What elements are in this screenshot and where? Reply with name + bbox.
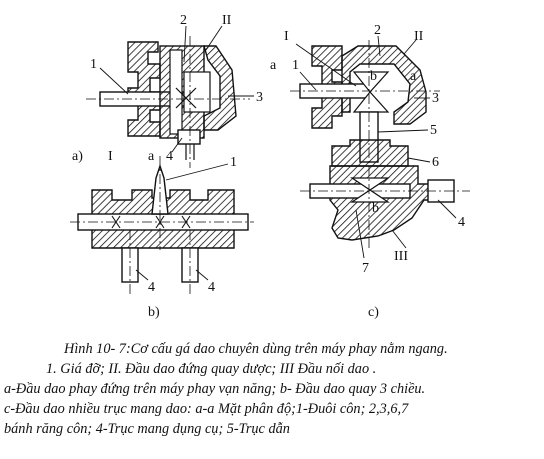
- view-c-label-II: II: [414, 29, 424, 44]
- view-c-label-3: 3: [432, 91, 439, 106]
- view-a-label-2: 2: [180, 13, 187, 28]
- view-a-label-I: I: [108, 149, 113, 164]
- view-c-label-a-left: a: [270, 58, 277, 73]
- view-c-label-5: 5: [430, 123, 437, 138]
- view-c-collar: [331, 139, 409, 167]
- caption-title: Hình 10- 7:Cơ cấu gá dao chuyên dùng trê…: [64, 341, 448, 357]
- view-a-label-1: 1: [90, 57, 97, 72]
- view-a-label-4: 4: [166, 149, 173, 164]
- view-c-label-b-bottom: b: [372, 201, 379, 216]
- view-a-label-a: a: [148, 149, 155, 164]
- view-b-label-4-left: 4: [148, 280, 155, 295]
- view-a-tool-holder: [177, 129, 201, 145]
- view-c-label-a-right: a: [410, 69, 417, 84]
- view-a-support-body: [127, 41, 161, 137]
- view-a-label-3: 3: [256, 90, 263, 105]
- view-c-label-b-top: b: [370, 69, 377, 84]
- view-a-vertical-head: [203, 45, 237, 131]
- caption-line-3: a-Đầu dao phay đứng trên máy phay vạn nă…: [4, 381, 426, 397]
- view-b-label-1: 1: [230, 155, 237, 170]
- view-b: 1 4 4 b): [70, 155, 254, 320]
- caption-line-4: c-Đầu dao nhiều trục mang dao: a-a Mặt p…: [4, 401, 409, 417]
- view-c-label-4: 4: [458, 215, 465, 230]
- mechanism-drawing: 1 2 II 3 I a 4 a) 1 4 4 b): [70, 13, 470, 320]
- view-c-label-7: 7: [362, 261, 369, 276]
- caption-line-2: 1. Giá đỡ; II. Đầu dao đứng quay dược; I…: [46, 361, 377, 377]
- view-c-label-III: III: [394, 249, 408, 264]
- view-c-label-2: 2: [374, 23, 381, 38]
- view-b-taper-shank: [151, 163, 169, 215]
- view-a-label-II: II: [222, 13, 232, 28]
- view-a-caption-letter: a): [72, 149, 83, 164]
- caption-line-5: bánh răng côn; 4-Trục mang dụng cụ; 5-Tr…: [4, 421, 290, 437]
- view-c-label-I: I: [284, 29, 289, 44]
- view-c-lower-body: [329, 165, 445, 241]
- view-b-caption-letter: b): [148, 305, 160, 320]
- view-c-caption-letter: c): [368, 305, 379, 320]
- view-c-label-1: 1: [292, 58, 299, 73]
- view-a: 1 2 II 3 I a 4 a): [72, 13, 263, 168]
- view-c-label-6: 6: [432, 155, 439, 170]
- view-c: I 2 II a b a 1 3 5 6 b 4 III 7 c): [270, 23, 470, 320]
- view-b-label-4-right: 4: [208, 280, 215, 295]
